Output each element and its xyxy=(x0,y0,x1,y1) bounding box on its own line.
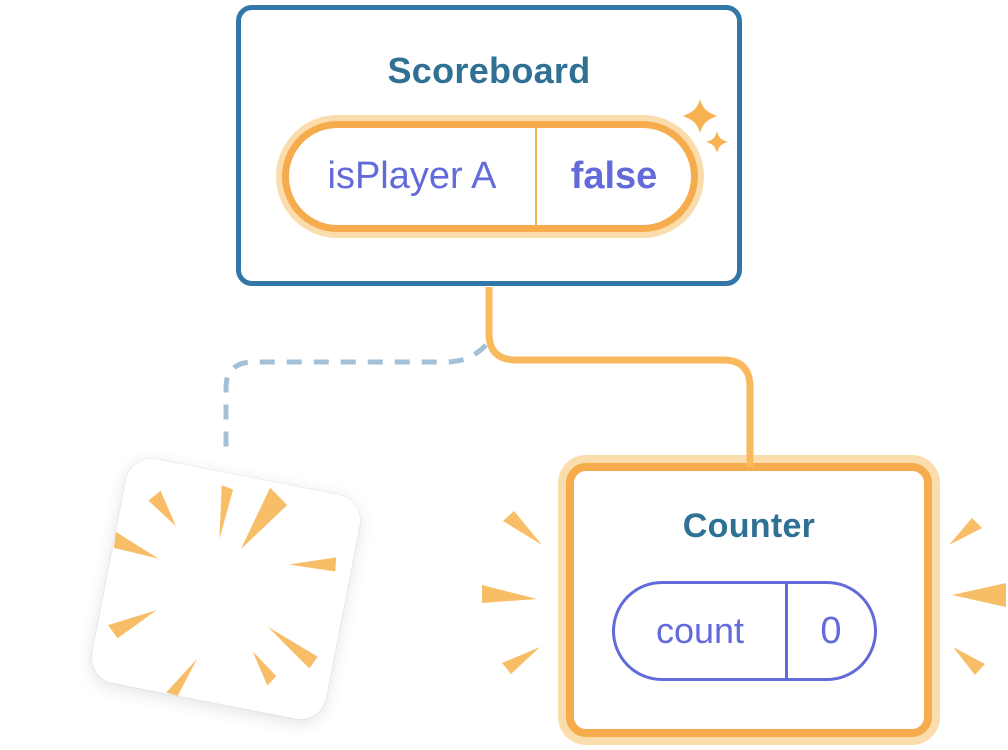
state-key-label: count xyxy=(655,610,745,651)
state-preserved-connector-line xyxy=(485,287,754,467)
scoreboard-state-pill: isPlayer A false xyxy=(282,121,698,232)
scoreboard-component-card: Scoreboard isPlayer A false xyxy=(236,5,742,286)
state-value-label: 0 xyxy=(820,609,842,652)
component-title: Scoreboard xyxy=(387,50,591,91)
destroyed-component-card xyxy=(87,454,365,724)
emphasis-burst-left-icon xyxy=(482,511,542,674)
poof-burst-icon xyxy=(107,485,337,696)
state-key-label: isPlayer A xyxy=(327,155,497,197)
counter-component-card: Counter count 0 xyxy=(566,463,932,737)
emphasis-burst-right-icon xyxy=(949,518,1006,675)
component-title: Counter xyxy=(682,507,816,545)
discarded-branch-dashed-line xyxy=(223,343,488,454)
pill-divider xyxy=(785,584,788,678)
pill-divider xyxy=(535,128,537,225)
state-value-label: false xyxy=(570,155,658,197)
counter-state-pill: count 0 xyxy=(612,581,877,681)
